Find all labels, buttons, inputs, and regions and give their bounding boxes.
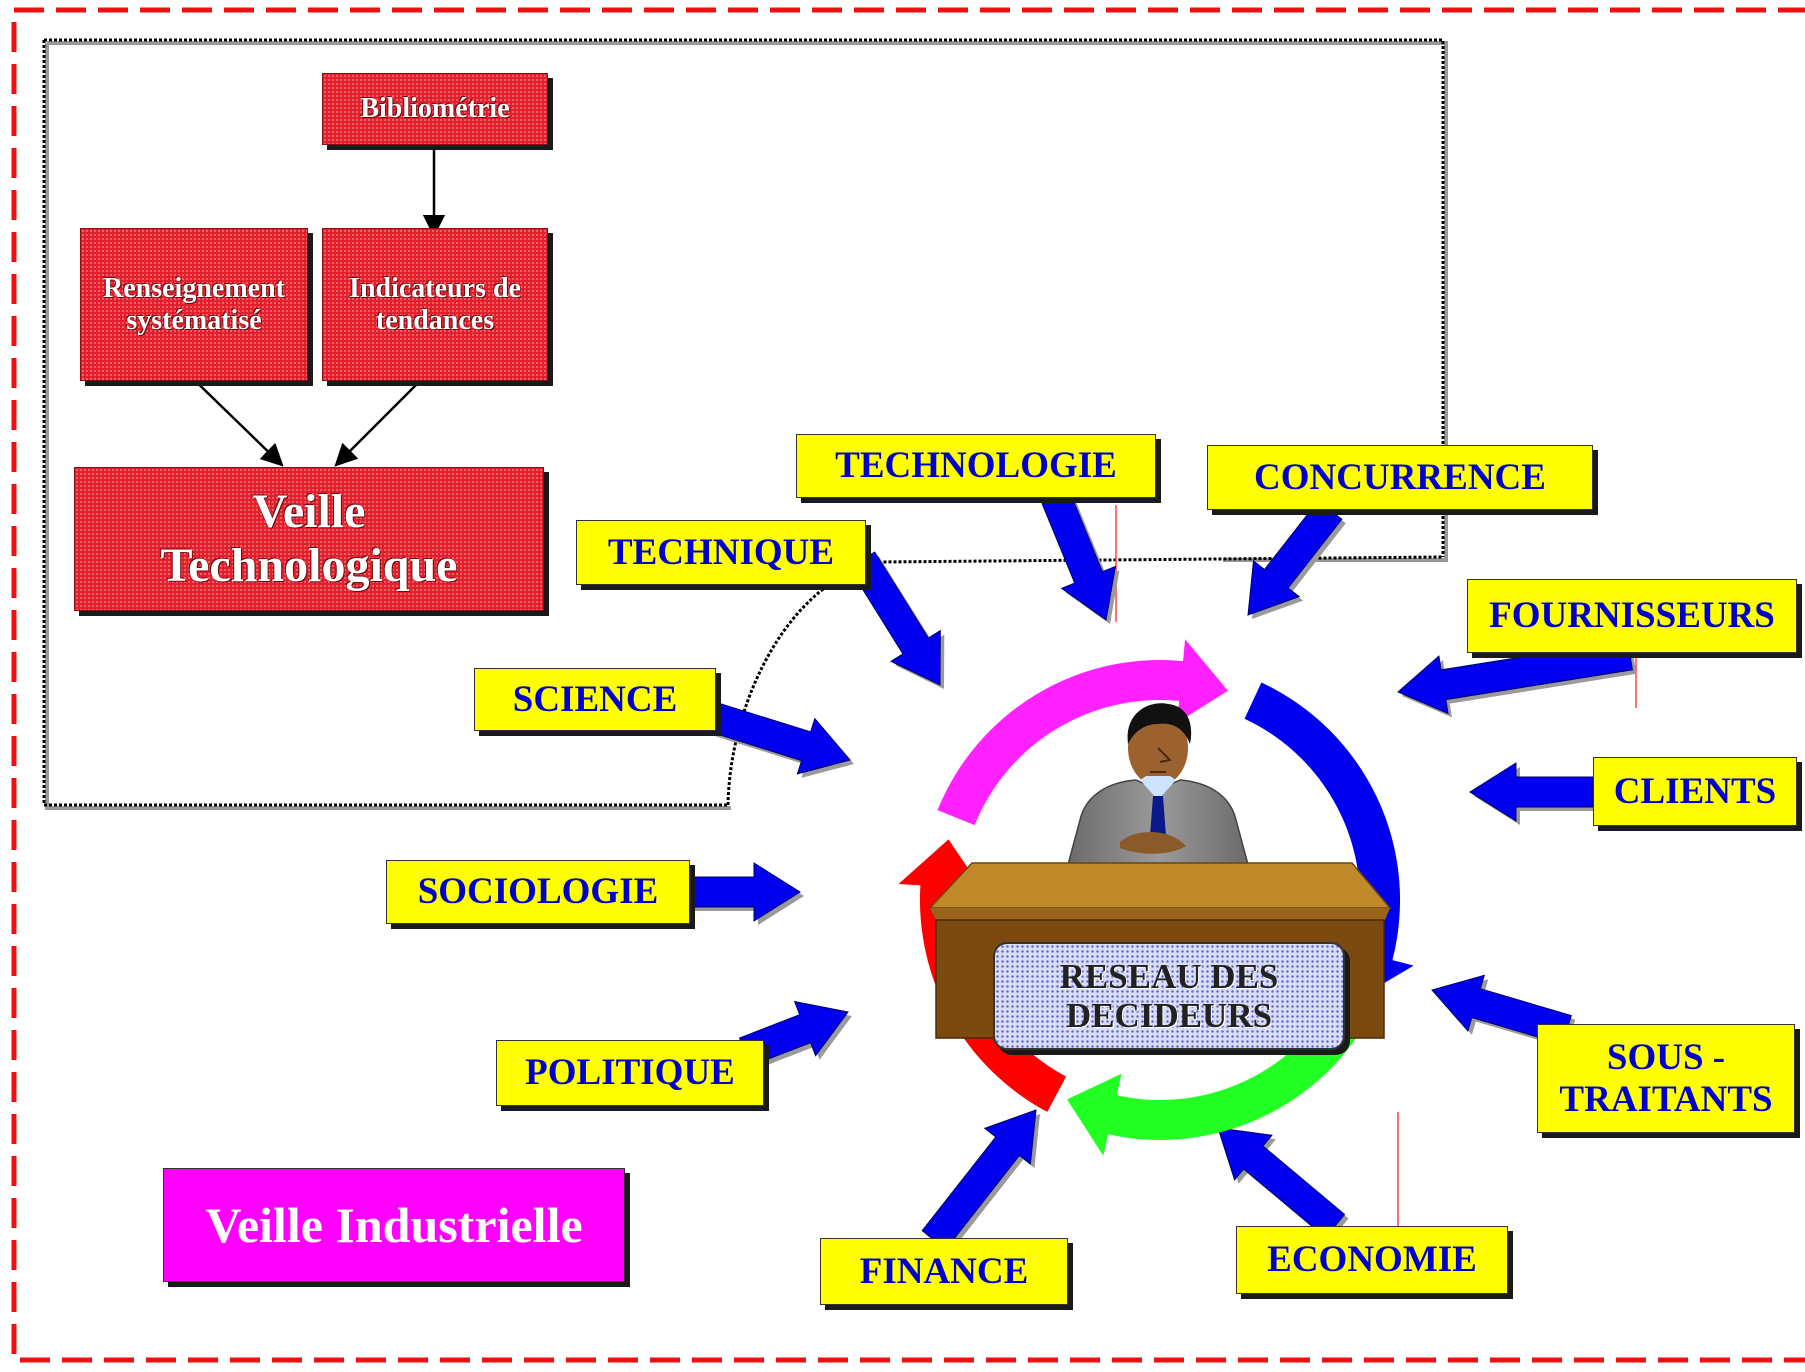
label-sous-traitants-line2: TRAITANTS bbox=[1559, 1078, 1773, 1120]
label-economie: ECONOMIE bbox=[1236, 1226, 1508, 1294]
arrow-finance bbox=[921, 1109, 1037, 1251]
arrow-science bbox=[710, 703, 851, 775]
cycle-arrow-magenta bbox=[937, 639, 1228, 826]
label-technique-text: TECHNIQUE bbox=[607, 531, 835, 573]
label-sous-traitants-line1: SOUS - bbox=[1606, 1037, 1726, 1079]
indicateurs-box: Indicateurs de tendances bbox=[322, 228, 548, 381]
reseau-decideurs-box: RESEAU DES DECIDEURS bbox=[993, 942, 1345, 1050]
label-politique-text: POLITIQUE bbox=[525, 1052, 735, 1094]
arrow-clients bbox=[1469, 762, 1594, 822]
person-suit bbox=[1065, 776, 1251, 873]
label-finance: FINANCE bbox=[820, 1238, 1068, 1305]
label-fournisseurs-text: FOURNISSEURS bbox=[1489, 595, 1775, 637]
label-technologie-text: TECHNOLOGIE bbox=[835, 445, 1117, 487]
reseau-decideurs-line2: DECIDEURS bbox=[1065, 996, 1273, 1035]
bibliometrie-box: Bibliométrie bbox=[322, 73, 548, 145]
label-sociologie: SOCIOLOGIE bbox=[386, 860, 690, 924]
label-concurrence: CONCURRENCE bbox=[1207, 445, 1593, 510]
label-finance-text: FINANCE bbox=[859, 1250, 1029, 1292]
label-science-text: SCIENCE bbox=[512, 678, 678, 720]
label-concurrence-text: CONCURRENCE bbox=[1254, 456, 1546, 498]
arrow-fournisseurs bbox=[1397, 639, 1633, 715]
veille-industrielle-label: Veille Industrielle bbox=[205, 1197, 583, 1253]
label-fournisseurs: FOURNISSEURS bbox=[1467, 579, 1797, 653]
person-head bbox=[1127, 703, 1192, 788]
label-technologie: TECHNOLOGIE bbox=[796, 434, 1156, 498]
indicateurs-label: Indicateurs de tendances bbox=[349, 273, 521, 336]
label-sous-traitants: SOUS - TRAITANTS bbox=[1537, 1024, 1795, 1133]
label-clients-text: CLIENTS bbox=[1613, 770, 1777, 812]
veille-technologique-title-line1: Veille bbox=[252, 485, 366, 539]
label-clients: CLIENTS bbox=[1593, 757, 1797, 826]
veille-technologique-box: Veille Technologique bbox=[74, 467, 544, 611]
label-economie-text: ECONOMIE bbox=[1267, 1239, 1477, 1281]
arrow-technologie bbox=[1041, 491, 1117, 621]
input-arrows bbox=[689, 491, 1637, 1254]
label-politique: POLITIQUE bbox=[496, 1040, 764, 1106]
renseignement-label: Renseignement systématisé bbox=[103, 273, 285, 336]
label-science: SCIENCE bbox=[474, 668, 716, 731]
bibliometrie-label: Bibliométrie bbox=[360, 93, 510, 125]
arrow-renseignement-veille bbox=[182, 368, 284, 467]
label-sociologie-text: SOCIOLOGIE bbox=[417, 871, 659, 913]
arrow-sociologie bbox=[689, 862, 801, 922]
outer-frame bbox=[11, 7, 1805, 1363]
arrow-economie bbox=[1217, 1127, 1346, 1239]
veille-technologique-frame bbox=[42, 38, 1448, 810]
veille-industrielle-box: Veille Industrielle bbox=[163, 1168, 625, 1282]
arrow-concurrence bbox=[1247, 500, 1343, 616]
veille-technologique-title-line2: Technologique bbox=[160, 539, 458, 592]
label-technique: TECHNIQUE bbox=[576, 520, 866, 585]
arrow-technique bbox=[848, 551, 941, 686]
reseau-decideurs-line1: RESEAU DES bbox=[1059, 956, 1279, 996]
arrow-politique bbox=[738, 1000, 849, 1067]
cycle-arrow-green bbox=[1067, 974, 1383, 1156]
renseignement-box: Renseignement systématisé bbox=[80, 228, 308, 381]
arrow-indicateurs-veille bbox=[334, 368, 433, 467]
